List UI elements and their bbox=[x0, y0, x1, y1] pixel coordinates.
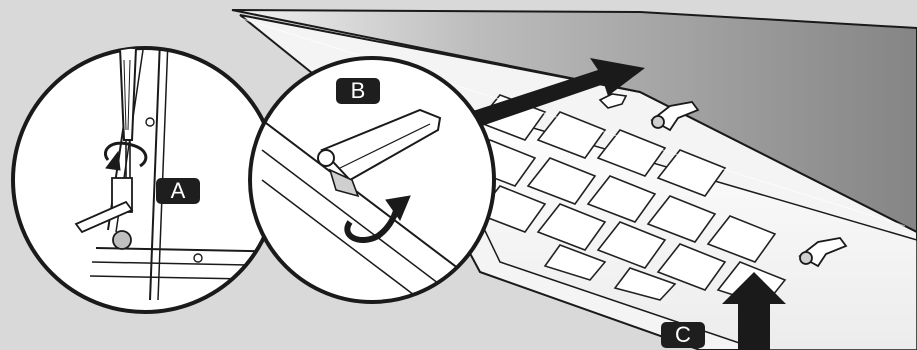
slide-arrow-icon bbox=[470, 58, 645, 128]
grille-openings bbox=[466, 94, 787, 306]
label-c: C bbox=[661, 322, 705, 348]
screwdriver-clamp-icon bbox=[74, 48, 203, 263]
front-panel bbox=[231, 9, 917, 234]
push-up-arrow-icon bbox=[722, 272, 786, 350]
label-a: A bbox=[156, 178, 200, 204]
latch-upper bbox=[650, 101, 700, 132]
detail-circle-b bbox=[248, 56, 496, 304]
label-b: B bbox=[336, 78, 380, 104]
latch-lower bbox=[798, 237, 848, 268]
latch-rotate-icon bbox=[317, 108, 442, 243]
latch-mid bbox=[598, 93, 628, 109]
detail-circle-a bbox=[11, 46, 279, 314]
